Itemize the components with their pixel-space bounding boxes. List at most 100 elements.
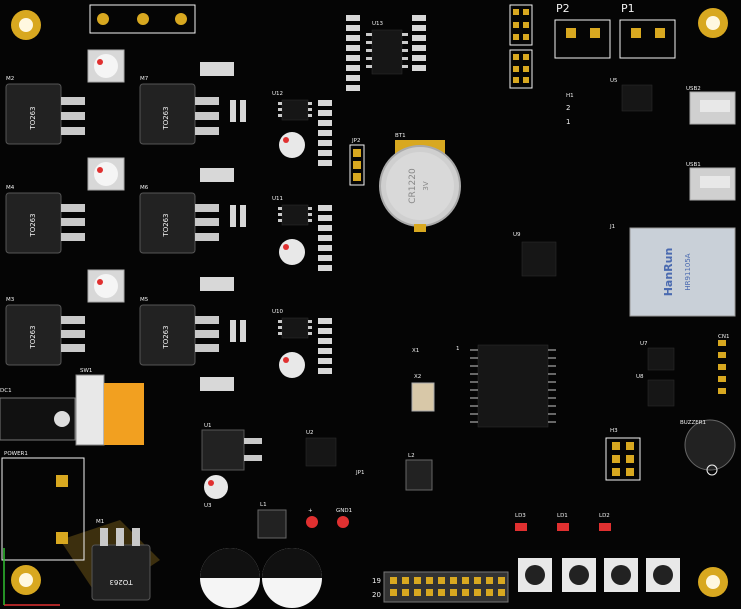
to263-label: TO263 [162, 325, 170, 349]
to263-m7: TO263 [139, 83, 219, 145]
pin-2-label: 2 [566, 104, 570, 112]
cap-c67 [87, 157, 125, 191]
battery-voltage: 3V [422, 181, 430, 190]
switch-sw1: SW1 [75, 368, 144, 446]
to263-m4: TO263 [5, 192, 85, 254]
h1-label: H1 [566, 93, 574, 99]
connector-cn1: CN1 [718, 334, 729, 394]
mounting-hole-tr [698, 8, 728, 38]
jumper-jp2: JP2 [349, 138, 365, 186]
to263-m3: TO263 [5, 304, 85, 366]
crystal-x2 [411, 382, 435, 412]
pin-1-label: 1 [566, 118, 570, 126]
terminal-p2: P2 [554, 2, 611, 59]
battery-model: CR1220 [408, 168, 418, 204]
h3-label: H3 [610, 428, 618, 434]
l1-label: L1 [260, 502, 267, 508]
cap-c79 [279, 132, 305, 158]
cap-big-1 [200, 548, 260, 608]
cap-big-2 [262, 548, 322, 608]
u1-label: U1 [204, 423, 212, 429]
u5-label: U5 [610, 78, 618, 84]
to263-label: TO263 [29, 213, 37, 237]
p1-label: P1 [621, 2, 635, 15]
cap-c66 [87, 269, 125, 303]
inductor-l1 [257, 509, 287, 539]
usb1-label: USB1 [686, 162, 701, 168]
ic-u2 [305, 437, 337, 467]
buzzer [684, 419, 736, 476]
u3-label: U3 [204, 503, 212, 509]
u12-label: U12 [272, 91, 283, 97]
led-ld2-label: LD2 [599, 513, 610, 519]
u11-label: U11 [272, 196, 283, 202]
u8-label: U8 [636, 374, 644, 380]
to263-label: TO263 [162, 106, 170, 130]
origin-marker [3, 548, 60, 606]
header-h3 [605, 437, 641, 481]
smd-array-left [200, 62, 246, 391]
usb1-connector: USB1 [686, 162, 736, 201]
buzzer-label: BUZZER1 [680, 420, 706, 426]
ic-u11 [278, 204, 312, 226]
qfp-pin1-label: 1 [456, 346, 460, 352]
usb2-connector: USB2 [686, 86, 736, 125]
m4-label: M4 [6, 185, 15, 191]
led-ld3-label: LD3 [515, 513, 526, 519]
usb2-label: USB2 [686, 86, 701, 92]
jp1-label: JP1 [355, 470, 364, 476]
m5-label: M5 [140, 297, 149, 303]
to263-label: TO263 [109, 578, 133, 586]
ic-u10 [278, 317, 312, 339]
rj45-model: HR91105A [684, 253, 692, 290]
to263-m2: TO263 [5, 83, 85, 145]
u13-label: U13 [372, 21, 384, 27]
ic-u13 [366, 29, 408, 75]
cap-u3 [204, 475, 228, 499]
jp2-label: JP2 [351, 138, 360, 144]
cap-c62 [279, 352, 305, 378]
dc-jack: DC1 [0, 388, 76, 441]
u2-label: U2 [306, 430, 314, 436]
led-row: + GND1 LD3 LD1 LD2 [306, 508, 611, 531]
ic-u9 [521, 241, 557, 277]
to263-m1: TO263 [60, 520, 160, 601]
p2-label: P2 [556, 2, 570, 15]
power1-label: POWER1 [4, 451, 28, 457]
inductor-l2 [405, 459, 433, 491]
smd-column-top [346, 15, 426, 91]
rj45-j1: HanRun HR91105A J1 [609, 224, 736, 317]
led-gnd1-label: GND1 [336, 508, 352, 514]
u10-label: U10 [272, 309, 284, 315]
m1-label: M1 [96, 519, 104, 525]
led-plus-label: + [308, 508, 313, 514]
ic-u8 [647, 379, 675, 407]
battery-bt1: CR1220 3V BT1 [379, 133, 461, 232]
power-terminal: POWER1 [1, 451, 85, 561]
m3-label: M3 [6, 297, 15, 303]
ic-u1 [201, 429, 262, 471]
header-top-3pin [89, 4, 196, 34]
m7-label: M7 [140, 76, 149, 82]
to263-label: TO263 [29, 106, 37, 130]
to263-m5: TO263 [139, 304, 219, 366]
terminal-p1: P1 [619, 2, 676, 59]
mounting-hole-tl [11, 10, 41, 40]
sw1-label: SW1 [80, 368, 92, 374]
ic-main-qfp [470, 344, 556, 428]
cap-c72 [279, 239, 305, 265]
j1-label: J1 [609, 224, 615, 230]
mounting-hole-bl [11, 565, 41, 595]
ic-u7 [647, 347, 675, 371]
connector-bottom-20pin: 19 20 [372, 571, 509, 603]
ic-u5 [621, 84, 653, 112]
dc1-label: DC1 [0, 388, 12, 394]
pin20-label: 20 [372, 591, 381, 599]
to263-label: TO263 [162, 213, 170, 237]
cap-c68 [87, 49, 125, 83]
mounting-hole-br [698, 567, 728, 597]
m2-label: M2 [6, 76, 14, 82]
smd-column-mid [318, 100, 332, 374]
